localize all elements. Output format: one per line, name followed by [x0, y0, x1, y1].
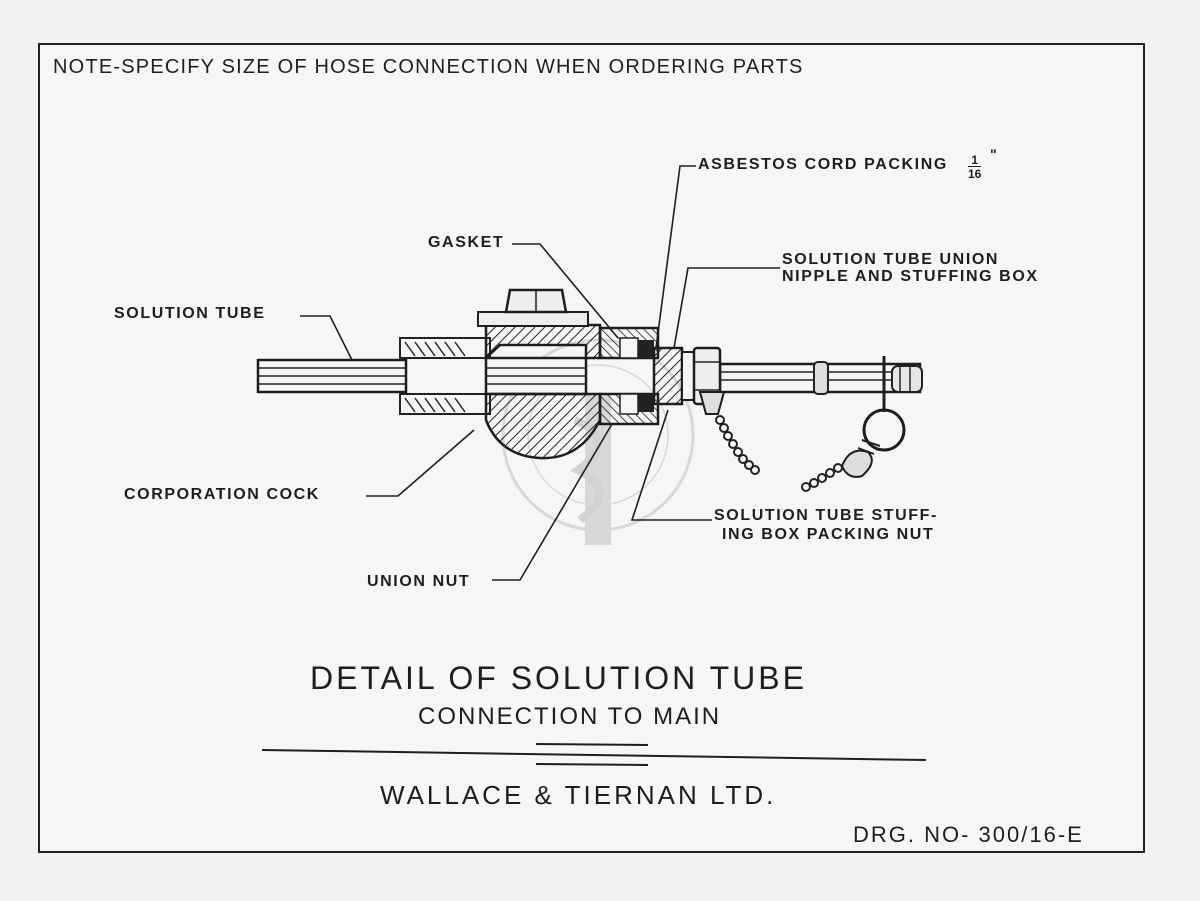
title-main: DETAIL OF SOLUTION TUBE: [310, 660, 807, 696]
label-union-nipple-line2: NIPPLE AND STUFFING BOX: [782, 268, 1039, 285]
drawing-number: DRG. NO- 300/16-E: [853, 822, 1084, 847]
title-sub: CONNECTION TO MAIN: [418, 703, 722, 730]
inch-mark: ": [990, 146, 999, 162]
gasket: [638, 340, 654, 412]
label-asbestos-cord-packing: ASBESTOS CORD PACKING: [698, 156, 948, 173]
label-gasket: GASKET: [428, 234, 505, 251]
ordering-note: NOTE-SPECIFY SIZE OF HOSE CONNECTION WHE…: [53, 56, 804, 78]
fraction-denominator: 16: [968, 166, 982, 181]
union-nipple-stuffing-box: [652, 346, 695, 406]
title-rules: [261, 743, 927, 766]
chain: [715, 415, 843, 492]
label-packing-nut-line1: SOLUTION TUBE STUFF-: [714, 507, 938, 524]
cap-ring: [840, 356, 906, 478]
label-packing-nut-line2: ING BOX PACKING NUT: [722, 526, 935, 543]
leader-lines: [300, 165, 780, 581]
drawing-sheet: [38, 43, 1145, 853]
company-name: WALLACE & TIERNAN LTD.: [380, 780, 777, 810]
fraction-numerator: 1: [971, 153, 979, 167]
label-union-nipple-line1: SOLUTION TUBE UNION: [782, 251, 1000, 268]
label-union-nut: UNION NUT: [367, 573, 471, 590]
label-solution-tube: SOLUTION TUBE: [114, 305, 266, 322]
label-corporation-cock: CORPORATION COCK: [124, 486, 320, 503]
corporation-cock: [399, 288, 602, 460]
asbestos-fraction: 1 16: [968, 153, 982, 181]
packing-nut: [692, 346, 726, 415]
solution-tube: [256, 356, 923, 396]
